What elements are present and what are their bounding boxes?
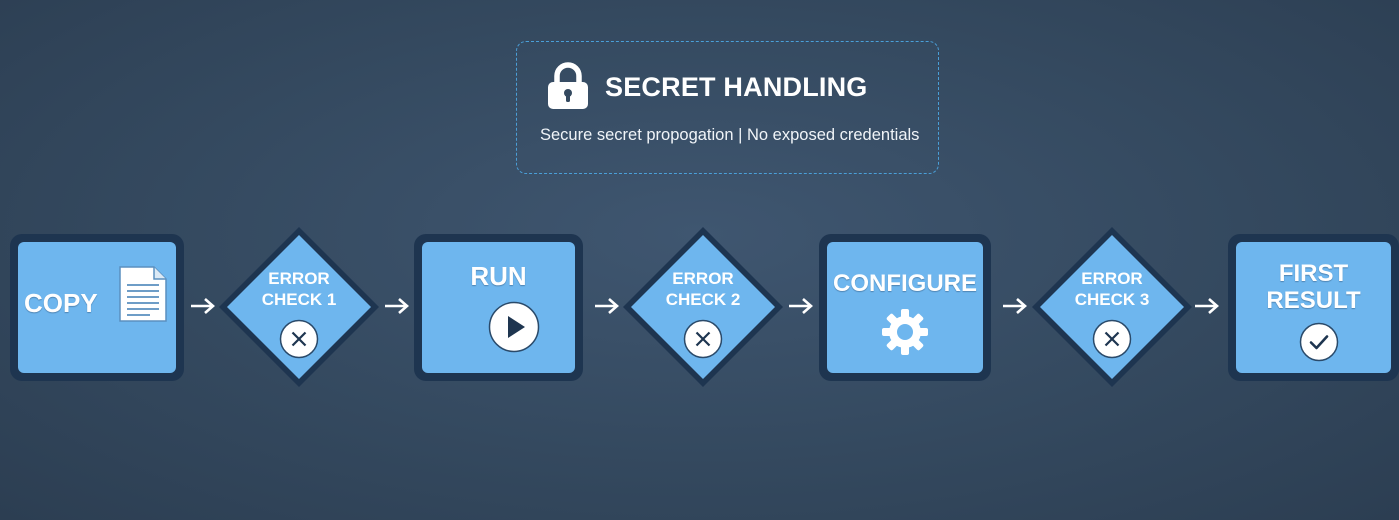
step-configure-label: CONFIGURE	[833, 270, 977, 297]
decision-diamond-shape	[1032, 227, 1192, 387]
decision-diamond-shape	[219, 227, 379, 387]
x-icon	[1092, 319, 1132, 359]
decision-error-check-1: ERROR CHECK 1	[218, 226, 380, 388]
play-icon	[488, 301, 540, 353]
decision-label-line1: ERROR	[268, 269, 330, 288]
step-first-result-label: FIRST RESULT	[1236, 260, 1391, 314]
x-icon	[279, 319, 319, 359]
decision-label: ERROR CHECK 3	[1031, 268, 1193, 310]
decision-label-line2: CHECK 2	[665, 290, 741, 309]
step-copy-label: COPY	[24, 288, 98, 318]
flow-arrow-6	[1195, 298, 1219, 314]
decision-label-line2: CHECK 1	[261, 290, 337, 309]
decision-diamond-shape	[623, 227, 783, 387]
step-first-result-line2: RESULT	[1266, 287, 1361, 314]
step-run: RUN	[414, 234, 583, 381]
decision-error-check-3: ERROR CHECK 3	[1031, 226, 1193, 388]
document-icon	[119, 266, 167, 322]
decision-label: ERROR CHECK 2	[622, 268, 784, 310]
secret-handling-box	[516, 41, 939, 174]
step-first-result-line1: FIRST	[1278, 260, 1349, 287]
decision-label-line2: CHECK 3	[1074, 290, 1150, 309]
lock-icon	[548, 62, 588, 109]
secret-handling-title: SECRET HANDLING	[605, 72, 868, 102]
step-configure: CONFIGURE	[819, 234, 991, 381]
decision-label: ERROR CHECK 1	[218, 268, 380, 310]
flow-arrow-2	[385, 298, 409, 314]
decision-label-line1: ERROR	[1081, 269, 1143, 288]
flow-arrow-5	[1003, 298, 1027, 314]
flow-arrow-1	[191, 298, 215, 314]
step-run-label: RUN	[470, 261, 527, 291]
decision-label-line1: ERROR	[672, 269, 734, 288]
gear-icon	[882, 309, 928, 355]
flow-arrow-4	[789, 298, 813, 314]
step-copy: COPY	[10, 234, 184, 381]
step-first-result: FIRST RESULT	[1228, 234, 1399, 381]
decision-error-check-2: ERROR CHECK 2	[622, 226, 784, 388]
check-icon	[1299, 322, 1339, 362]
x-icon	[683, 319, 723, 359]
secret-handling-subtitle: Secure secret propogation | No exposed c…	[540, 126, 920, 144]
flow-arrow-3	[595, 298, 619, 314]
